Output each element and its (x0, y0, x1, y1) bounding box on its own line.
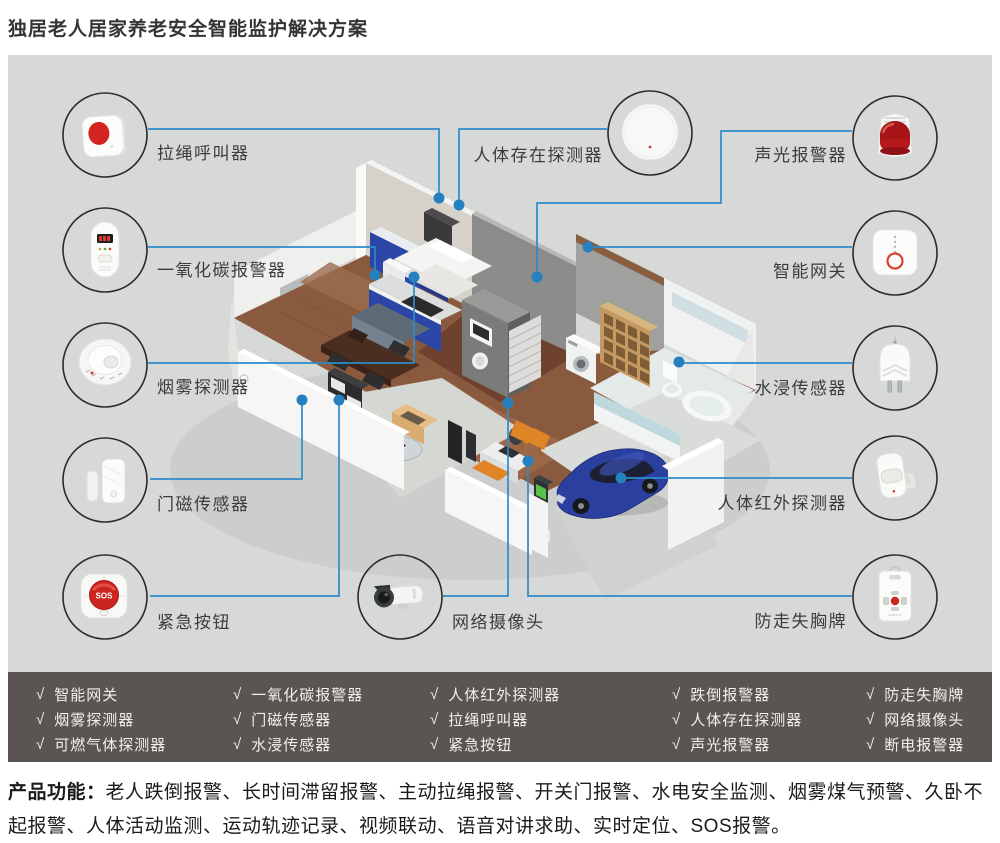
check-icon: √ (672, 686, 682, 703)
label-pull-rope-caller: 拉绳呼叫器 (157, 144, 250, 163)
checklist-item: √断电报警器 (866, 736, 965, 754)
label-smart-gateway: 智能网关 (773, 262, 847, 281)
checklist-item: √人体存在探测器 (672, 711, 803, 729)
device-pir-detector (852, 435, 938, 521)
checklist-item: √一氧化碳报警器 (233, 686, 364, 704)
check-icon: √ (866, 686, 876, 703)
smart-gateway-icon (852, 210, 938, 296)
check-icon: √ (672, 711, 682, 728)
check-icon: √ (430, 686, 440, 703)
label-co-alarm: 一氧化碳报警器 (157, 261, 287, 280)
checklist-column-5: √防走失胸牌 √网络摄像头 √断电报警器 (866, 682, 964, 757)
device-co-alarm (62, 207, 148, 293)
svg-text:SOS: SOS (96, 592, 114, 601)
check-icon: √ (36, 686, 46, 703)
label-network-camera: 网络摄像头 (452, 613, 545, 632)
emergency-button-icon: SOS (62, 554, 148, 640)
checklist-column-2: √一氧化碳报警器 √门磁传感器 √水浸传感器 (233, 682, 363, 757)
check-icon: √ (866, 736, 876, 753)
check-icon: √ (36, 736, 46, 753)
check-icon: √ (430, 736, 440, 753)
device-sound-light-alarm (852, 95, 938, 181)
checklist-item: √网络摄像头 (866, 711, 965, 729)
page-title: 独居老人居家养老安全智能监护解决方案 (8, 19, 369, 40)
sound-light-alarm-icon (852, 95, 938, 181)
checklist-column-4: √跌倒报警器 √人体存在探测器 √声光报警器 (672, 682, 802, 757)
device-smoke-detector (62, 322, 148, 408)
check-icon: √ (672, 736, 682, 753)
checklist-column-1: √智能网关 √烟雾探测器 √可燃气体探测器 (36, 682, 166, 757)
checklist-item: √水浸传感器 (233, 736, 332, 754)
check-icon: √ (430, 711, 440, 728)
label-water-leak-sensor: 水浸传感器 (754, 379, 847, 398)
anti-loss-badge-icon (852, 554, 938, 640)
check-icon: √ (233, 711, 243, 728)
pir-detector-icon (852, 435, 938, 521)
checklist-item: √人体红外探测器 (430, 686, 561, 704)
checklist-item: √声光报警器 (672, 736, 771, 754)
device-emergency-button: SOS (62, 554, 148, 640)
checklist-column-3: √人体红外探测器 √拉绳呼叫器 √紧急按钮 (430, 682, 560, 757)
device-pull-rope-caller (62, 92, 148, 178)
check-icon: √ (866, 711, 876, 728)
co-alarm-icon (62, 207, 148, 293)
device-smart-gateway (852, 210, 938, 296)
water-leak-sensor-icon (852, 325, 938, 411)
label-door-magnet-sensor: 门磁传感器 (157, 495, 250, 514)
checklist-item: √紧急按钮 (430, 736, 513, 754)
checklist-item: √拉绳呼叫器 (430, 711, 529, 729)
checklist-item: √防走失胸牌 (866, 686, 965, 704)
device-anti-loss-badge (852, 554, 938, 640)
pull-rope-caller-icon (62, 92, 148, 178)
product-features-label: 产品功能： (8, 782, 106, 803)
smoke-detector-icon (62, 322, 148, 408)
network-camera-icon (357, 554, 443, 640)
label-anti-loss-badge: 防走失胸牌 (754, 612, 847, 631)
checklist-item: √可燃气体探测器 (36, 736, 167, 754)
label-sound-light-alarm: 声光报警器 (754, 146, 847, 165)
device-network-camera (357, 554, 443, 640)
check-icon: √ (36, 711, 46, 728)
check-icon: √ (233, 686, 243, 703)
checklist-item: √智能网关 (36, 686, 119, 704)
device-door-magnet-sensor (62, 437, 148, 523)
device-water-leak-sensor (852, 325, 938, 411)
checklist-item: √门磁传感器 (233, 711, 332, 729)
label-emergency-button: 紧急按钮 (157, 613, 231, 632)
product-features-text: 产品功能：老人跌倒报警、长时间滞留报警、主动拉绳报警、开关门报警、水电安全监测、… (8, 782, 984, 837)
label-smoke-detector: 烟雾探测器 (157, 378, 250, 397)
door-magnet-sensor-icon (62, 437, 148, 523)
check-icon: √ (233, 736, 243, 753)
device-presence-detector (607, 90, 693, 176)
feature-checklist-bar: √智能网关 √烟雾探测器 √可燃气体探测器 √一氧化碳报警器 √门磁传感器 √水… (8, 672, 992, 762)
presence-detector-icon (607, 90, 693, 176)
checklist-item: √烟雾探测器 (36, 711, 135, 729)
label-pir-detector: 人体红外探测器 (717, 494, 847, 513)
label-presence-detector: 人体存在探测器 (473, 146, 603, 165)
checklist-item: √跌倒报警器 (672, 686, 771, 704)
